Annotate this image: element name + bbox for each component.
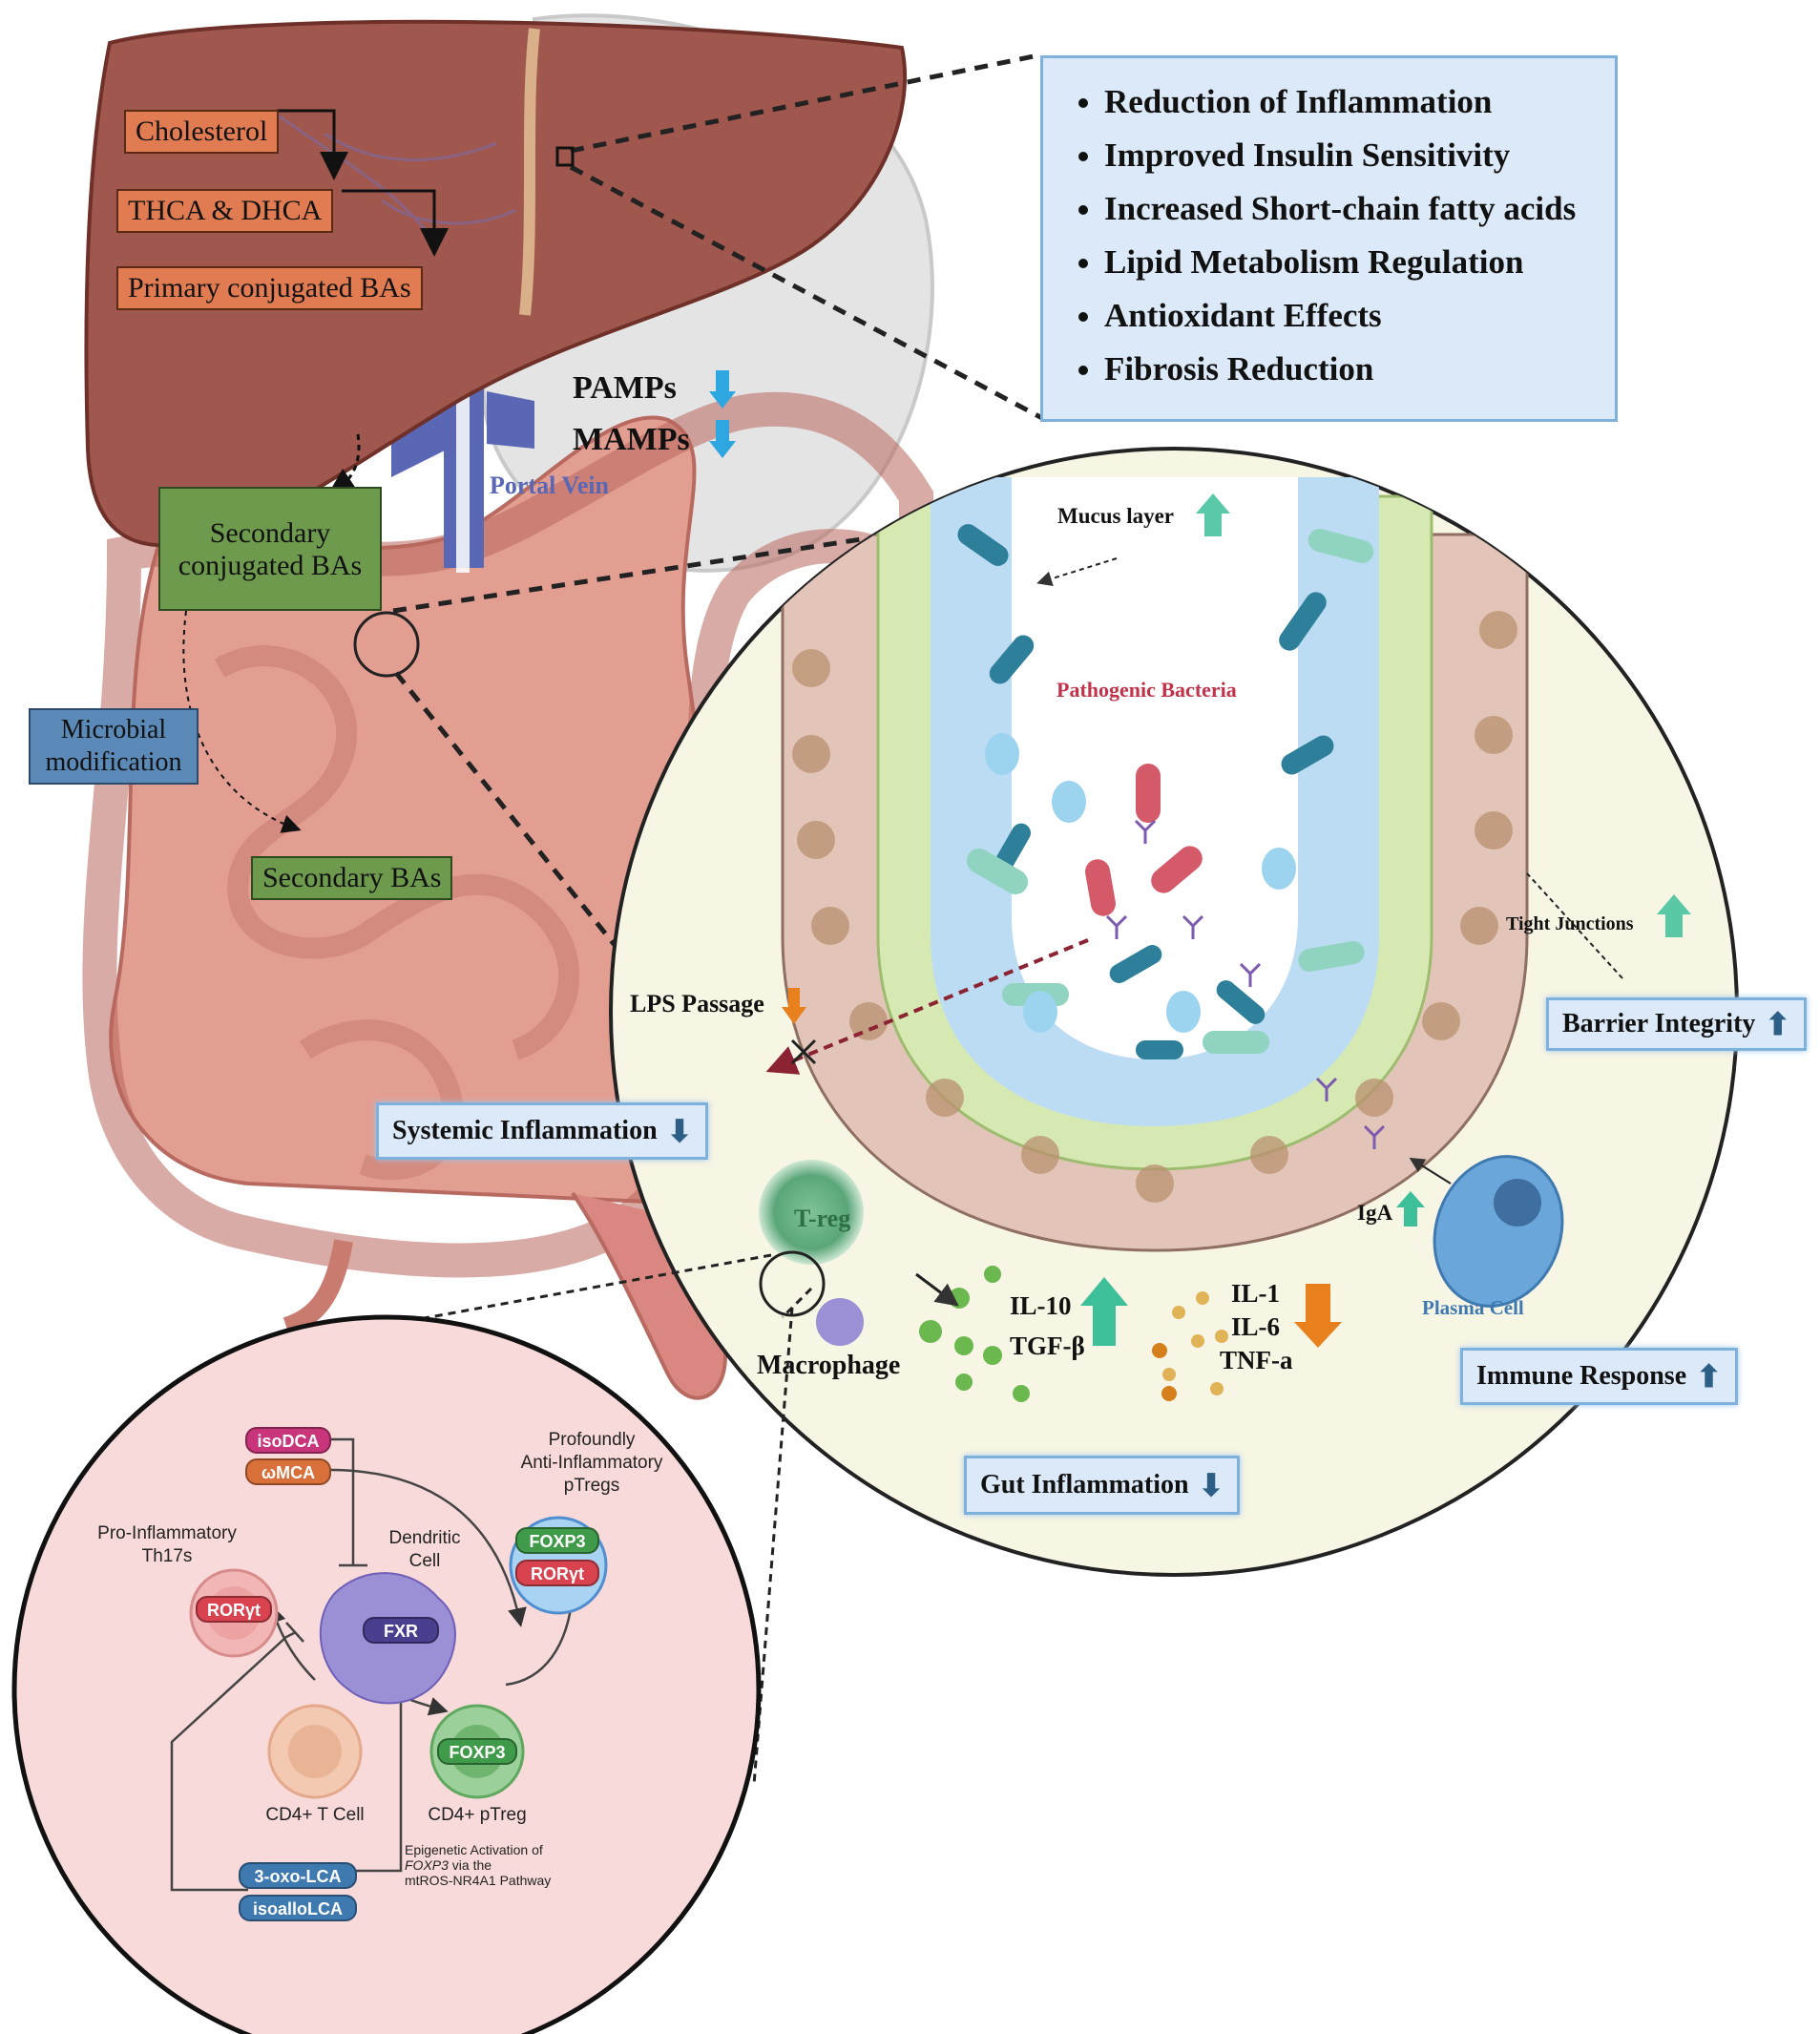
th17s-label: Th17s (141, 1546, 193, 1566)
gut-inflammation-label: Gut Inflammation (980, 1470, 1189, 1499)
pathway-arrows (182, 109, 449, 833)
cholesterol-label: Cholesterol (124, 110, 280, 154)
cd4-tcell-label: CD4+ T Cell (265, 1805, 365, 1825)
down-arrow-icon: ⬇ (666, 1114, 693, 1148)
immune-zoom-marker (759, 1250, 826, 1317)
intestine-zoom-marker (353, 611, 420, 678)
immune-response-label: Immune Response (1476, 1361, 1687, 1391)
systemic-inflammation-box: Systemic Inflammation ⬇ (376, 1102, 709, 1160)
microbial-modification-label: Microbial modification (29, 708, 199, 785)
foxp3-italic: FOXP3 (405, 1857, 449, 1873)
foxp3-pill: FOXP3 (437, 1738, 517, 1765)
pro-inflammatory-label: Pro-Inflammatory (97, 1523, 237, 1543)
up-arrow-icon: ⬆ (1696, 1359, 1722, 1394)
benefits-list: Reduction of Inflammation Improved Insul… (1066, 75, 1592, 396)
dendritic-label: Dendritic (388, 1528, 461, 1548)
gut-inflammation-box: Gut Inflammation ⬇ (964, 1456, 1241, 1515)
il10-label: IL-10 (1010, 1291, 1072, 1320)
epigenetic-label: Epigenetic Activation of (405, 1842, 543, 1857)
macrophage-label: Macrophage (757, 1351, 901, 1380)
pathway-label: mtROS-NR4A1 Pathway (405, 1873, 552, 1888)
pathogenic-bacteria-label: Pathogenic Bacteria (1056, 678, 1237, 702)
secondary-conjugated-label: Secondary conjugated BAs (158, 487, 382, 611)
plasma-cell-label: Plasma Cell (1422, 1296, 1524, 1319)
il6-label: IL-6 (1231, 1312, 1281, 1341)
secondary-bas-label: Secondary BAs (251, 856, 453, 900)
mamps-label: MAMPs (573, 422, 690, 457)
benefit-item: Reduction of Inflammation (1104, 75, 1592, 129)
benefit-item: Improved Insulin Sensitivity (1104, 129, 1592, 182)
barrier-integrity-box: Barrier Integrity ⬆ (1546, 997, 1808, 1051)
benefit-item: Lipid Metabolism Regulation (1104, 236, 1592, 289)
fxr-pill: FXR (363, 1617, 439, 1644)
barrier-integrity-label: Barrier Integrity (1562, 1009, 1756, 1038)
immune-response-box: Immune Response ⬆ (1460, 1348, 1738, 1405)
ptregs-label: pTregs (563, 1476, 620, 1496)
immune-zoom-circle (11, 1314, 762, 2034)
benefit-item: Fibrosis Reduction (1104, 343, 1592, 396)
cd4-ptreg-label: CD4+ pTreg (428, 1805, 527, 1825)
via-text: via the (448, 1857, 492, 1873)
benefit-item: Increased Short-chain fatty acids (1104, 182, 1592, 236)
anti-inflammatory-label: Anti-Inflammatory (520, 1453, 663, 1473)
profoundly-label: Profoundly (548, 1430, 636, 1450)
portal-vein-label: Portal Vein (490, 472, 609, 499)
down-arrow-icon: ⬇ (1198, 1468, 1224, 1502)
systemic-inflammation-label: Systemic Inflammation (392, 1116, 658, 1145)
il1-label: IL-1 (1231, 1279, 1281, 1308)
treg-label: T-reg (794, 1205, 851, 1232)
benefits-box: Reduction of Inflammation Improved Insul… (1040, 55, 1618, 422)
tgfb-label: TGF-β (1010, 1332, 1085, 1360)
foxp3-pill: FOXP3 (515, 1527, 599, 1554)
lps-passage-label: LPS Passage (630, 990, 764, 1017)
liver-zoom-marker (555, 146, 575, 167)
liver-shape (84, 19, 908, 548)
roryt-pill: RORγt (515, 1560, 599, 1586)
wmca-pill: ωMCA (245, 1458, 331, 1485)
oxo-lca-pill: 3-oxo-LCA (239, 1862, 357, 1889)
pamps-label: PAMPs (573, 370, 677, 406)
mucus-layer-label: Mucus layer (1057, 504, 1175, 528)
tight-junctions-label: Tight Junctions (1506, 913, 1634, 934)
thca-dhca-label: THCA & DHCA (116, 189, 334, 233)
roryt-pill: RORγt (196, 1596, 272, 1623)
benefit-item: Antioxidant Effects (1104, 289, 1592, 343)
immune-zoom-lines (376, 1253, 813, 1786)
epigenetic-label-2: FOXP3 via the (405, 1857, 492, 1873)
up-arrow-icon: ⬆ (1765, 1007, 1791, 1041)
cell-label: Cell (408, 1551, 441, 1571)
isoallolca-pill: isoalloLCA (239, 1895, 357, 1921)
indicator-arrows (709, 370, 1691, 1348)
iga-label: IgA (1357, 1201, 1393, 1225)
isodca-pill: isoDCA (245, 1427, 331, 1454)
gut-zoom-circle (609, 447, 1739, 1577)
zoom-lines (392, 52, 1044, 975)
tnfa-label: TNF-a (1220, 1346, 1293, 1374)
primary-bas-label: Primary conjugated BAs (116, 266, 423, 310)
